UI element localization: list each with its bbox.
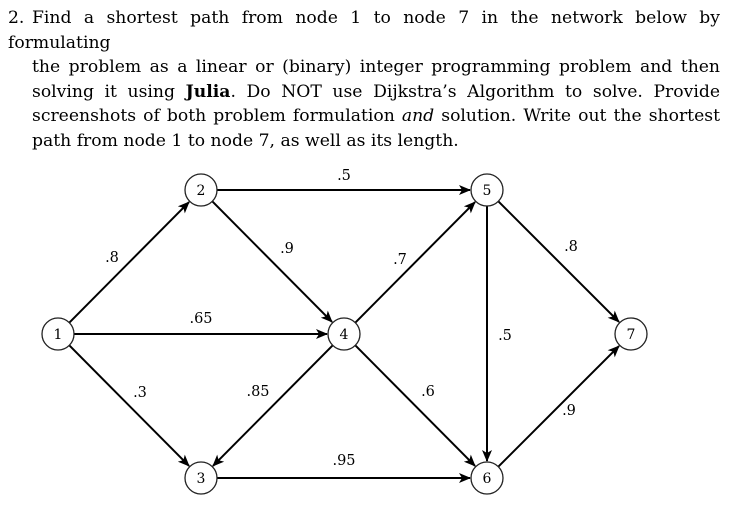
node-2: 2 xyxy=(184,173,218,207)
node-5: 5 xyxy=(470,173,504,207)
problem-statement: 2.Find a shortest path from node 1 to no… xyxy=(8,6,720,154)
problem-text-4b: solution. Write out the shortest xyxy=(434,106,720,127)
problem-text-5: path from node 1 to node 7, as well as i… xyxy=(32,130,459,151)
problem-text-2: the problem as a linear or (binary) inte… xyxy=(32,57,720,78)
node-7: 7 xyxy=(614,317,648,351)
nodes-layer: 1 2 3 4 5 6 7 xyxy=(41,173,648,495)
node-circle-2 xyxy=(184,173,218,207)
edge-5-7 xyxy=(497,200,620,323)
node-label-2: 2 xyxy=(197,183,206,199)
edge-line-4-3 xyxy=(212,344,334,467)
node-label-1: 1 xyxy=(54,327,63,343)
node-label-7: 7 xyxy=(627,327,636,343)
node-circle-3 xyxy=(184,461,218,495)
problem-line-1: 2.Find a shortest path from node 1 to no… xyxy=(8,6,720,55)
problem-text-3a: solving it using xyxy=(32,81,186,102)
problem-text-1: Find a shortest path from node 1 to node… xyxy=(8,8,720,53)
edge-line-4-6 xyxy=(354,344,476,467)
edge-weight-2-5: .5 xyxy=(337,168,351,184)
edge-weight-5-7: .8 xyxy=(564,239,578,255)
problem-text-4a: screenshots of both problem formulation xyxy=(32,106,402,127)
node-circle-4 xyxy=(327,317,361,351)
edge-weight-1-4: .65 xyxy=(189,311,212,327)
node-label-5: 5 xyxy=(483,183,492,199)
node-label-6: 6 xyxy=(483,471,492,487)
node-label-4: 4 xyxy=(340,327,349,343)
node-circle-7 xyxy=(614,317,648,351)
edges-layer xyxy=(68,185,620,483)
edge-line-1-2 xyxy=(68,201,190,324)
node-6: 6 xyxy=(470,461,504,495)
node-label-3: 3 xyxy=(197,471,206,487)
and-emphasis: and xyxy=(401,106,435,127)
edge-weight-6-7: .9 xyxy=(562,403,576,419)
edge-weight-4-6: .6 xyxy=(421,384,435,400)
node-3: 3 xyxy=(184,461,218,495)
edge-1-2 xyxy=(68,201,190,324)
edge-4-6 xyxy=(354,344,476,467)
edge-line-6-7 xyxy=(497,345,620,468)
problem-line-2: the problem as a linear or (binary) inte… xyxy=(8,55,720,80)
edge-weight-3-6: .95 xyxy=(332,453,355,469)
edge-line-1-3 xyxy=(68,344,190,467)
julia-keyword: Julia xyxy=(185,81,231,102)
edge-weight-2-4: .9 xyxy=(280,241,294,257)
edge-2-4 xyxy=(211,200,333,323)
edge-4-3 xyxy=(212,344,334,467)
problem-line-5: path from node 1 to node 7, as well as i… xyxy=(8,129,720,154)
problem-line-4: screenshots of both problem formulation … xyxy=(8,104,720,129)
edge-6-7 xyxy=(497,345,620,468)
problem-number: 2. xyxy=(8,8,25,28)
edge-1-3 xyxy=(68,344,190,467)
node-circle-1 xyxy=(41,317,75,351)
problem-text-3b: . Do NOT use Dijkstra’s Algorithm to sol… xyxy=(230,81,720,102)
edge-weight-4-3: .85 xyxy=(246,384,269,400)
edge-weight-1-2: .8 xyxy=(105,250,119,266)
node-circle-6 xyxy=(470,461,504,495)
problem-line-3: solving it using Julia. Do NOT use Dijks… xyxy=(8,80,720,105)
edge-weight-5-6: .5 xyxy=(498,328,512,344)
weights-layer: .8 .65 .3 .5 .9 .85 .95 .7 .6 .5 .8 .9 xyxy=(105,168,578,469)
edge-line-2-4 xyxy=(211,200,333,323)
node-4: 4 xyxy=(327,317,361,351)
edge-weight-4-5: .7 xyxy=(393,252,407,268)
edge-line-5-7 xyxy=(497,200,620,323)
edge-weight-1-3: .3 xyxy=(133,385,147,401)
edge-4-5 xyxy=(354,201,476,324)
node-1: 1 xyxy=(41,317,75,351)
edge-line-4-5 xyxy=(354,201,476,324)
node-circle-5 xyxy=(470,173,504,207)
